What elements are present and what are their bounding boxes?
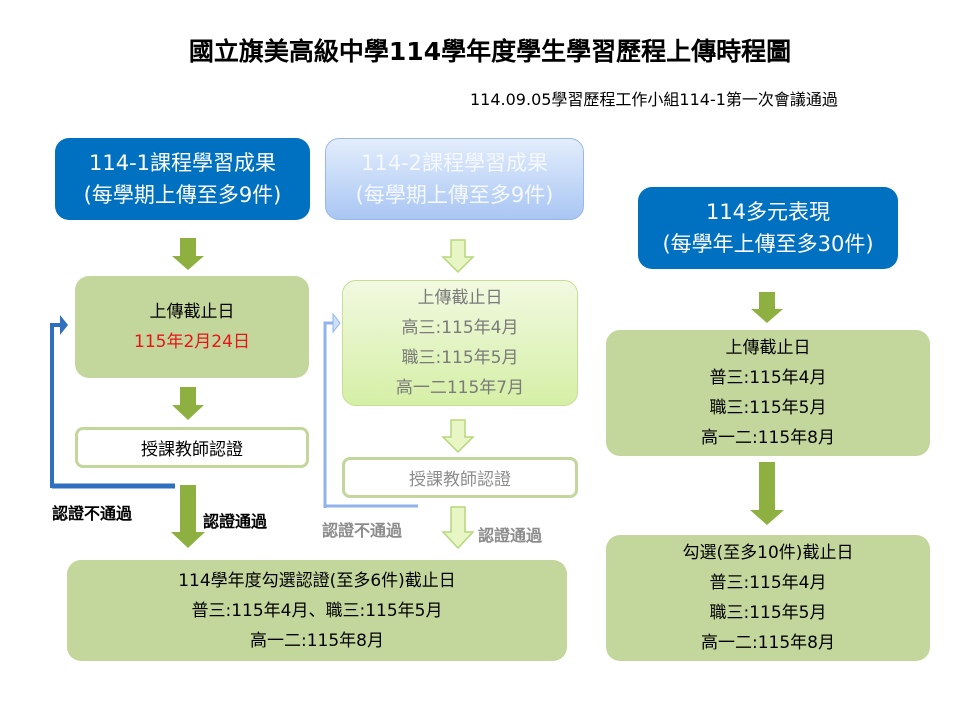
col2-teacher-cert: 授課教師認證 [342,457,578,498]
col2-deadline-box: 上傳截止日 高三:115年4月 職三:115年5月 高一二115年7月 [342,280,578,406]
col3-header-line2: (每學年上傳至多30件) [662,232,874,256]
col2-deadline-line: 職三:115年5月 [401,348,519,368]
col1-header: 114-1課程學習成果 (每學期上傳至多9件) [55,138,310,220]
col1-header-line2: (每學期上傳至多9件) [83,183,282,207]
selection-deadline-box: 114學年度勾選認證(至多6件)截止日 普三:115年4月、職三:115年5月 … [67,560,567,661]
col1-teacher-cert: 授課教師認證 [75,427,309,468]
arrow-down-icon [171,238,784,548]
col2-teacher-cert-label: 授課教師認證 [409,470,511,490]
col2-header: 114-2課程學習成果 (每學期上傳至多9件) [325,138,584,220]
col3-deadline-line: 高一二:115年8月 [701,428,835,448]
return-arrow-icon [50,315,175,489]
col2-deadline-label: 上傳截止日 [417,288,503,308]
selection-line: 普三:115年4月、職三:115年5月 [191,600,443,621]
col2-header-line1: 114-2課程學習成果 [360,151,549,175]
col3-selection-box: 勾選(至多10件)截止日 普三:115年4月 職三:115年5月 高一二:115… [606,535,930,661]
col1-pass-label: 認證通過 [203,512,268,531]
col2-pass-label: 認證通過 [478,526,543,545]
arrow-down-outline-icon [441,239,475,550]
approval-note: 114.09.05學習歷程工作小組114-1第一次會議通過 [470,90,838,109]
col2-header-line2: (每學期上傳至多9件) [355,183,554,207]
col1-deadline-box: 上傳截止日 115年2月24日 [75,276,309,378]
col3-deadline-box: 上傳截止日 普三:115年4月 職三:115年5月 高一二:115年8月 [606,330,930,456]
col1-header-line1: 114-1課程學習成果 [88,151,277,175]
col2-deadline-line: 高一二115年7月 [395,378,525,398]
col1-deadline-label: 上傳截止日 [149,302,235,322]
col3-deadline-line: 普三:115年4月 [709,368,827,388]
col3-selection-line: 普三:115年4月 [709,573,827,593]
return-arrow-outline-icon [323,312,418,508]
col3-selection-line: 高一二:115年8月 [701,633,835,653]
col1-fail-label: 認證不通過 [52,504,133,523]
selection-line: 114學年度勾選認證(至多6件)截止日 [178,570,456,591]
selection-line: 高一二:115年8月 [250,630,384,651]
col1-teacher-cert-label: 授課教師認證 [141,440,243,460]
col1-deadline-date: 115年2月24日 [134,332,250,352]
col2-fail-label: 認證不通過 [322,521,403,540]
col3-header-line1: 114多元表現 [705,200,831,224]
col3-selection-label: 勾選(至多10件)截止日 [682,543,854,563]
col3-deadline-label: 上傳截止日 [725,338,811,358]
col2-deadline-line: 高三:115年4月 [401,318,519,338]
page-title: 國立旗美高級中學114學年度學生學習歷程上傳時程圖 [188,37,792,66]
col3-deadline-line: 職三:115年5月 [709,398,827,418]
col3-selection-line: 職三:115年5月 [709,603,827,623]
col3-header: 114多元表現 (每學年上傳至多30件) [638,187,898,269]
